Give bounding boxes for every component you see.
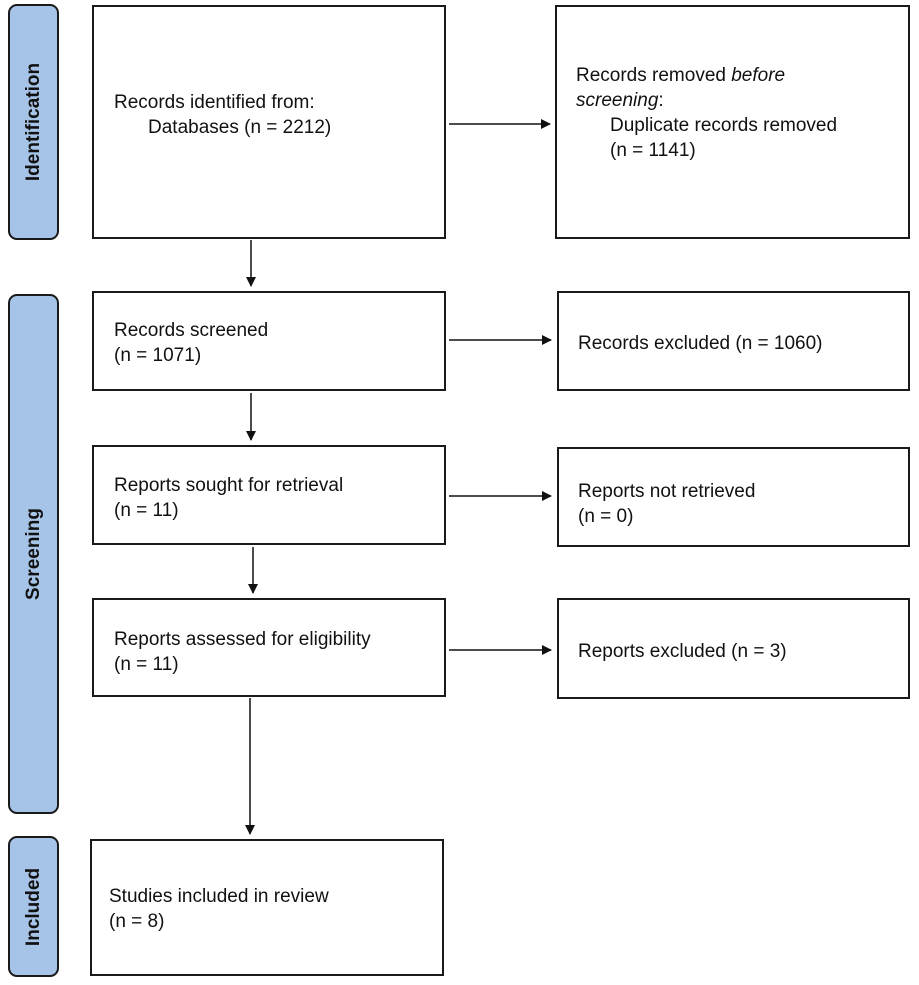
reports-sought-text: Reports sought for retrieval (n = 11) xyxy=(114,473,343,523)
reports-sought-label: Reports sought for retrieval xyxy=(114,475,344,496)
records-screened-count: (n = 1071) xyxy=(114,345,202,366)
reports-assessed-label: Reports assessed for eligibility xyxy=(114,629,371,650)
records-screened-box: Records screened (n = 1071) xyxy=(92,291,446,391)
records-identified-box: Records identified from: Databases (n = … xyxy=(92,5,446,239)
studies-included-box: Studies included in review (n = 8) xyxy=(90,839,444,976)
records-identified-line1: Records identified from: xyxy=(114,92,315,113)
reports-excluded-label: Reports excluded (n = 3) xyxy=(578,641,787,662)
studies-included-label: Studies included in review xyxy=(109,886,329,907)
duplicate-records-count: (n = 1141) xyxy=(610,140,696,161)
reports-excluded-text: Reports excluded (n = 3) xyxy=(578,639,787,664)
records-removed-box: Records removed before screening: Duplic… xyxy=(555,5,910,239)
reports-not-retrieved-box: Reports not retrieved (n = 0) xyxy=(557,447,910,547)
reports-assessed-count: (n = 11) xyxy=(114,654,179,675)
reports-not-retrieved-text: Reports not retrieved (n = 0) xyxy=(578,479,755,529)
reports-sought-count: (n = 11) xyxy=(114,500,179,521)
records-identified-text: Records identified from: Databases (n = … xyxy=(114,90,331,140)
records-excluded-box: Records excluded (n = 1060) xyxy=(557,291,910,391)
reports-sought-box: Reports sought for retrieval (n = 11) xyxy=(92,445,446,545)
phase-included: Included xyxy=(8,836,59,977)
records-removed-line2: screening: xyxy=(576,90,664,111)
records-excluded-text: Records excluded (n = 1060) xyxy=(578,331,823,356)
reports-not-retrieved-label: Reports not retrieved xyxy=(578,481,756,502)
records-identified-databases: Databases (n = 2212) xyxy=(148,117,332,138)
records-removed-line1: Records removed before xyxy=(576,65,786,86)
phase-identification: Identification xyxy=(8,4,59,240)
reports-assessed-box: Reports assessed for eligibility (n = 11… xyxy=(92,598,446,697)
duplicate-records-label: Duplicate records removed xyxy=(610,115,838,136)
reports-excluded-box: Reports excluded (n = 3) xyxy=(557,598,910,699)
reports-not-retrieved-count: (n = 0) xyxy=(578,506,634,527)
records-screened-text: Records screened (n = 1071) xyxy=(114,318,268,368)
studies-included-text: Studies included in review (n = 8) xyxy=(109,884,329,934)
reports-assessed-text: Reports assessed for eligibility (n = 11… xyxy=(114,627,371,677)
phase-screening: Screening xyxy=(8,294,59,814)
records-excluded-label: Records excluded (n = 1060) xyxy=(578,333,823,354)
records-removed-text: Records removed before screening: Duplic… xyxy=(576,63,837,163)
records-screened-label: Records screened xyxy=(114,320,269,341)
studies-included-count: (n = 8) xyxy=(109,911,165,932)
